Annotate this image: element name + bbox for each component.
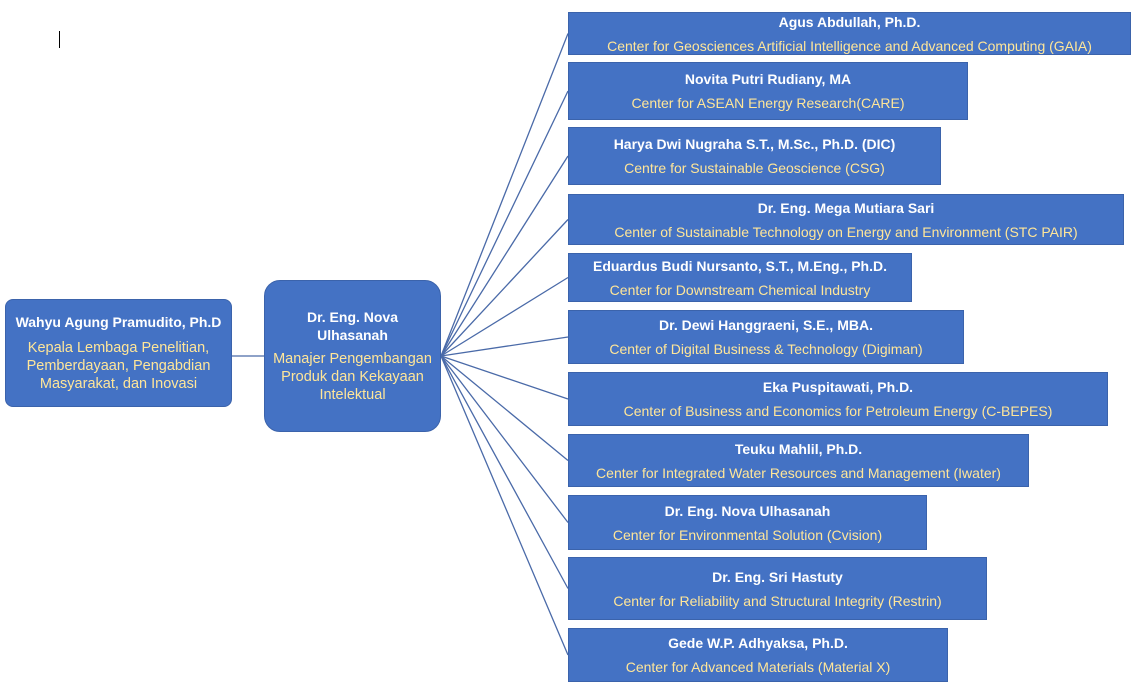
connector-manager-center	[440, 33, 569, 357]
center-unit-name: Center of Sustainable Technology on Ener…	[614, 223, 1078, 240]
center-head-name: Eka Puspitawati, Ph.D.	[762, 379, 914, 395]
connector-manager-center	[440, 155, 569, 357]
center-node-care[interactable]: Novita Putri Rudiany, MA Center for ASEA…	[568, 62, 968, 120]
center-unit-name: Center for Advanced Materials (Material …	[625, 659, 891, 675]
connector-manager-center	[440, 355, 569, 462]
connector-manager-center	[440, 355, 569, 400]
center-head-name: Harya Dwi Nugraha S.T., M.Sc., Ph.D. (DI…	[613, 136, 896, 152]
center-head-name: Dr. Dewi Hanggraeni, S.E., MBA.	[659, 317, 873, 333]
center-node-downstream[interactable]: Eduardus Budi Nursanto, S.T., M.Eng., Ph…	[568, 253, 912, 302]
text-cursor	[59, 31, 60, 48]
manager-title: Manajer Pengembangan Produk dan Kekayaan…	[273, 351, 432, 403]
center-node-digiman[interactable]: Dr. Dewi Hanggraeni, S.E., MBA. Center o…	[568, 310, 964, 364]
root-title: Kepala Lembaga Penelitian, Pemberdayaan,…	[26, 340, 211, 392]
root-node[interactable]: Wahyu Agung Pramudito, Ph.D Kepala Lemba…	[5, 299, 232, 407]
center-node-gaia[interactable]: Agus Abdullah, Ph.D. Center for Geoscien…	[568, 12, 1131, 55]
center-head-name: Dr. Eng. Mega Mutiara Sari	[757, 199, 935, 216]
center-node-iwater[interactable]: Teuku Mahlil, Ph.D. Center for Integrate…	[568, 434, 1029, 487]
center-node-csg[interactable]: Harya Dwi Nugraha S.T., M.Sc., Ph.D. (DI…	[568, 127, 941, 185]
connector-manager-center	[440, 276, 569, 357]
center-head-name: Teuku Mahlil, Ph.D.	[734, 440, 863, 457]
center-unit-name: Center for Environmental Solution (Cvisi…	[612, 526, 883, 543]
manager-name: Dr. Eng. Nova Ulhasanah	[306, 309, 399, 343]
center-unit-name: Center of Business and Economics for Pet…	[623, 403, 1053, 419]
center-unit-name: Center for Downstream Chemical Industry	[609, 281, 871, 298]
connector-manager-center	[440, 90, 569, 357]
center-node-c-bepes[interactable]: Eka Puspitawati, Ph.D. Center of Busines…	[568, 372, 1108, 426]
root-name: Wahyu Agung Pramudito, Ph.D	[15, 314, 222, 330]
center-head-name: Dr. Eng. Sri Hastuty	[712, 568, 843, 585]
center-head-name: Agus Abdullah, Ph.D.	[778, 13, 921, 30]
center-unit-name: Center for Geosciences Artificial Intell…	[607, 37, 1092, 54]
center-unit-name: Center for Reliability and Structural In…	[613, 592, 942, 609]
center-unit-name: Center of Digital Business & Technology …	[609, 341, 923, 357]
center-node-material-x[interactable]: Gede W.P. Adhyaksa, Ph.D. Center for Adv…	[568, 628, 948, 682]
center-unit-name: Centre for Sustainable Geoscience (CSG)	[624, 160, 885, 176]
center-head-name: Dr. Eng. Nova Ulhasanah	[664, 502, 831, 519]
connector-manager-center	[440, 336, 569, 357]
center-unit-name: Center for ASEAN Energy Research(CARE)	[631, 95, 905, 111]
center-head-name: Novita Putri Rudiany, MA	[684, 71, 852, 87]
manager-node[interactable]: Dr. Eng. Nova Ulhasanah Manajer Pengemba…	[264, 280, 441, 432]
connector-manager-center	[440, 355, 569, 523]
center-node-stc-pair[interactable]: Dr. Eng. Mega Mutiara Sari Center of Sus…	[568, 194, 1124, 245]
connector-manager-center	[440, 355, 569, 656]
center-head-name: Eduardus Budi Nursanto, S.T., M.Eng., Ph…	[592, 257, 887, 274]
connector-manager-center	[440, 219, 569, 357]
center-node-cvision[interactable]: Dr. Eng. Nova Ulhasanah Center for Envir…	[568, 495, 927, 550]
center-head-name: Gede W.P. Adhyaksa, Ph.D.	[668, 635, 848, 651]
center-unit-name: Center for Integrated Water Resources an…	[596, 464, 1001, 481]
center-node-restrin[interactable]: Dr. Eng. Sri Hastuty Center for Reliabil…	[568, 557, 987, 620]
connector-manager-center	[440, 355, 569, 589]
